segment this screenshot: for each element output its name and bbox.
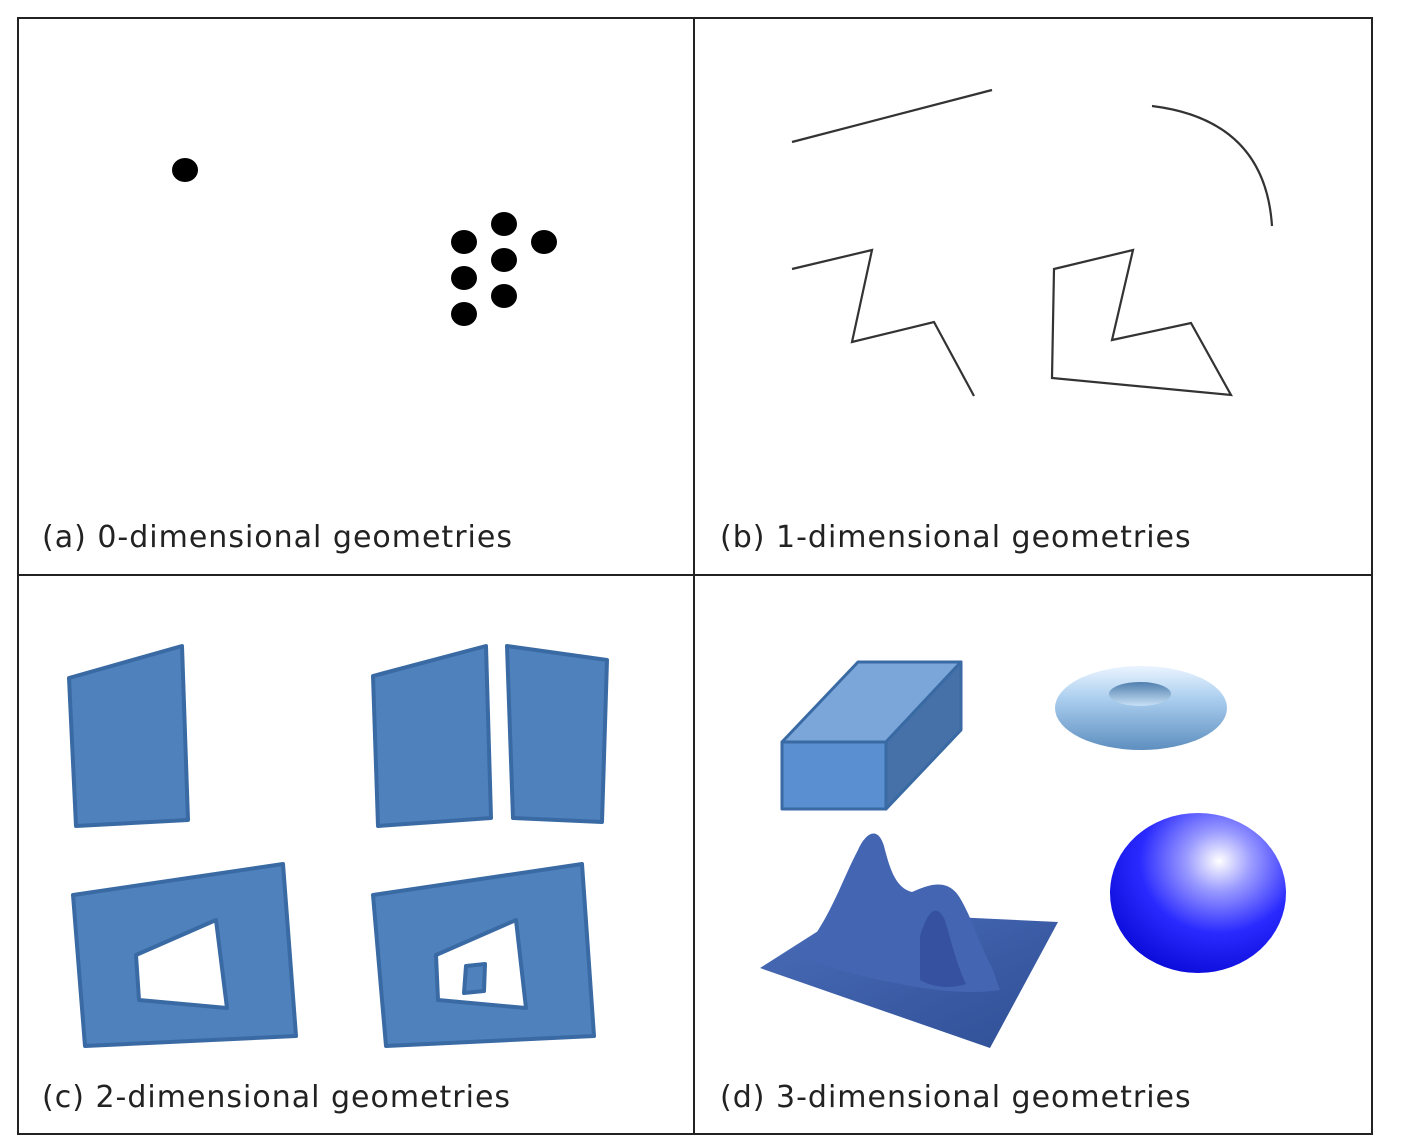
- horizontal-divider: [17, 574, 1373, 576]
- box-front: [780, 740, 888, 811]
- panel-a-points: [172, 158, 557, 326]
- caption-d: (d) 3-dimensional geometries: [720, 1080, 1192, 1115]
- panel-c-polygons: [67, 644, 609, 1048]
- torus-hole: [1109, 682, 1171, 706]
- caption-c: (c) 2-dimensional geometries: [42, 1080, 512, 1115]
- arc: [1151, 104, 1274, 227]
- caption-a: (a) 0-dimensional geometries: [42, 520, 513, 555]
- point: [451, 230, 477, 254]
- line-segment: [791, 88, 993, 144]
- point: [451, 266, 477, 290]
- polygon: [371, 644, 493, 828]
- point: [172, 158, 198, 182]
- point: [491, 212, 517, 236]
- polygon: [505, 644, 609, 824]
- surface-ridge: [920, 910, 966, 987]
- point: [451, 302, 477, 326]
- caption-b: (b) 1-dimensional geometries: [720, 520, 1192, 555]
- island: [462, 962, 487, 995]
- zigzag-polyline: [791, 248, 975, 397]
- panel-d-surface: [760, 833, 1058, 1048]
- polygon: [67, 644, 190, 828]
- panel-d-sphere: [1110, 813, 1286, 973]
- panel-d-torus: [1055, 666, 1227, 750]
- panel-b-lines: [791, 88, 1274, 397]
- sphere: [1110, 813, 1286, 973]
- torus: [1055, 666, 1227, 750]
- closed-polyline: [1050, 248, 1233, 397]
- point: [491, 284, 517, 308]
- point: [531, 230, 557, 254]
- panel-d-box: [780, 660, 963, 811]
- figure-frame: [17, 17, 1373, 1135]
- point: [491, 248, 517, 272]
- hole: [134, 918, 229, 1010]
- vertical-divider: [693, 17, 695, 1135]
